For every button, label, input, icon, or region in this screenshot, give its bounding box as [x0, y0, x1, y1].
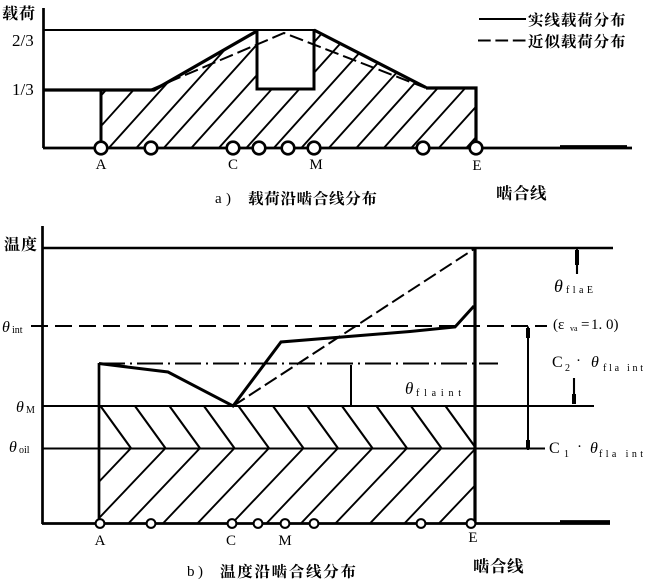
svg-text:fla int: fla int [599, 449, 643, 460]
svg-text:θ: θ [554, 276, 563, 296]
svg-text:): ) [198, 564, 203, 580]
svg-text:A: A [95, 533, 106, 549]
svg-text:M: M [278, 533, 291, 549]
svg-text:E: E [468, 530, 477, 546]
svg-text:θ: θ [2, 319, 10, 336]
svg-text:1: 1 [564, 449, 569, 460]
svg-text:·: · [577, 439, 582, 455]
svg-text:=: = [581, 317, 589, 333]
svg-text:E: E [472, 158, 481, 174]
svg-text:2: 2 [565, 363, 570, 374]
svg-text:θ: θ [16, 399, 24, 416]
svg-text:A: A [96, 157, 107, 173]
svg-text:θ: θ [405, 379, 413, 398]
svg-text:fla int: fla int [603, 363, 643, 374]
svg-text:): ) [226, 191, 231, 207]
svg-text:1. 0): 1. 0) [591, 317, 619, 333]
svg-text:θ: θ [9, 439, 17, 456]
svg-text:2/3: 2/3 [12, 31, 34, 50]
svg-text:M: M [26, 405, 35, 416]
svg-text:·: · [576, 353, 581, 369]
svg-text:va: va [570, 324, 578, 333]
svg-text:oil: oil [19, 445, 30, 456]
svg-text:C: C [549, 440, 560, 457]
svg-text:C: C [552, 354, 563, 371]
svg-text:flaE: flaE [566, 285, 593, 296]
svg-text:int: int [12, 325, 23, 336]
svg-text:(ε: (ε [553, 317, 564, 333]
svg-text:C: C [228, 157, 238, 173]
svg-text:θ: θ [591, 354, 599, 371]
svg-text:flaint: flaint [416, 388, 461, 399]
svg-text:b: b [187, 564, 195, 580]
svg-text:C: C [226, 533, 236, 549]
svg-text:1/3: 1/3 [12, 80, 34, 99]
svg-text:a: a [215, 191, 222, 207]
svg-text:M: M [309, 157, 322, 173]
svg-text:θ: θ [590, 440, 598, 457]
